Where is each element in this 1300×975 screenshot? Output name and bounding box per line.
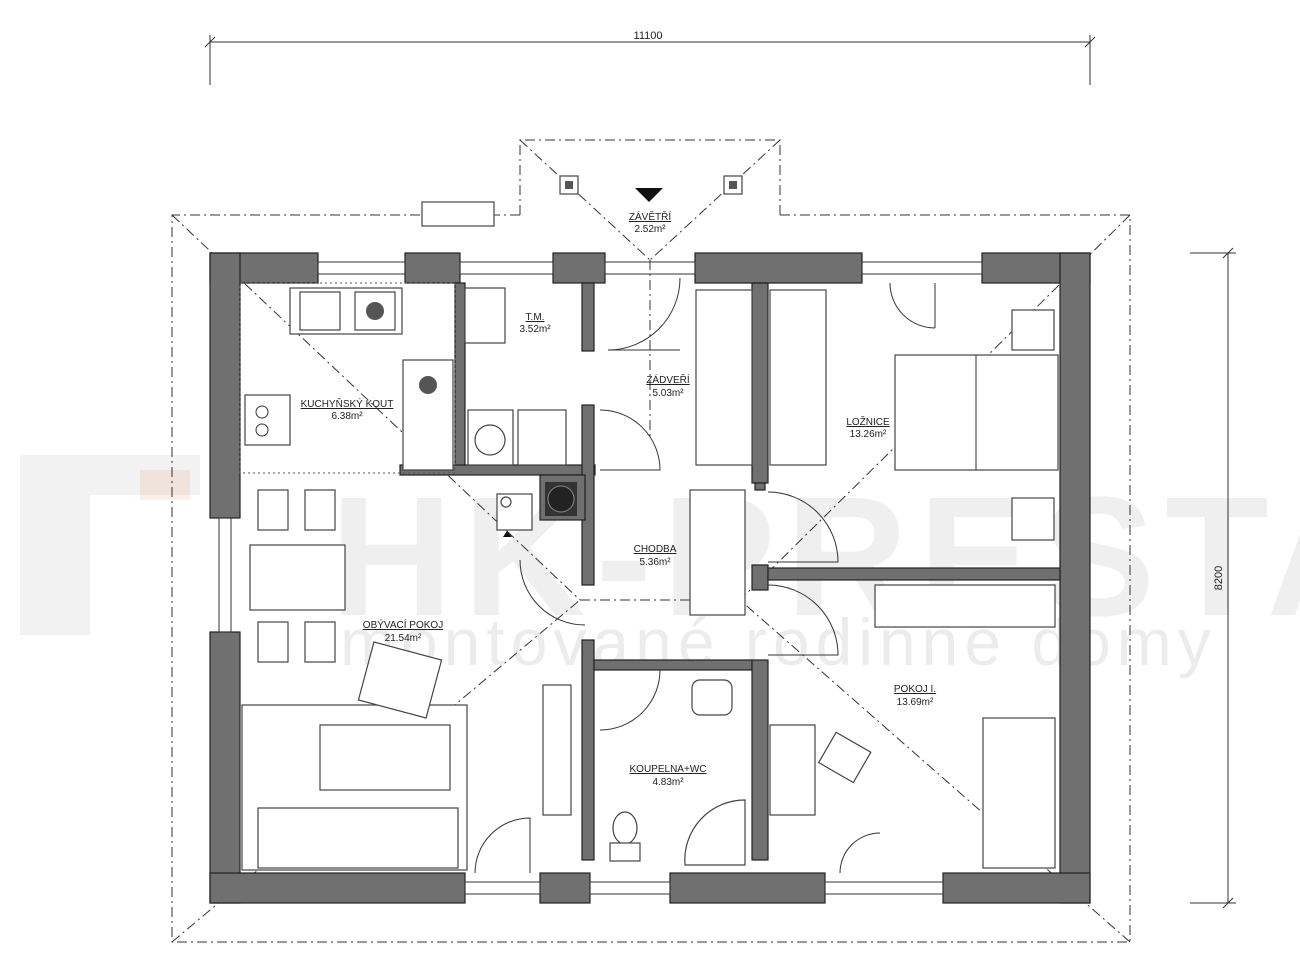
wardrobe-loznice [769,289,827,466]
wardrobe-chodba [689,489,746,616]
furniture [239,282,1059,871]
kitchen-sink [299,291,341,331]
dimension-height [1190,247,1236,909]
height-dimension-label: 8200 [1213,566,1225,590]
room-name: CHODBA [634,544,677,555]
room-area: 5.36m² [639,557,671,568]
room-label-koupelna-wc: KOUPELNA+WC 4.83m² [630,764,707,788]
room-name: KUCHYŇSKÝ KOUT [301,397,394,410]
entrance-arrow-icon [635,188,663,202]
room-name: ZÁVĚTŘÍ [629,210,671,223]
room-label-zavetri: ZÁVĚTŘÍ 2.52m² [629,210,671,235]
outdoor-unit [421,201,495,227]
outer-walls [209,252,1091,904]
armchair [357,641,443,719]
room-area: 3.52m² [519,324,551,335]
room-label-pokoj-1: POKOJ I. 13.69m² [894,684,936,708]
doors [474,277,936,874]
room-name: ZÁDVEŘÍ [646,373,690,386]
windows [218,261,983,895]
room-area: 13.26m² [850,429,887,440]
dryer [517,409,567,466]
room-label-loznice: LOŽNICE 13.26m² [846,415,890,440]
watermark: HK-PRESTAV montované rodinné domy [20,455,1300,679]
room-label-obyvaci-pokoj: OBÝVACÍ POKOJ 21.54m² [363,618,443,644]
room-label-tm: T.M. 3.52m² [519,312,551,335]
width-dimension-label: 11100 [634,30,663,42]
room-label-zadveri: ZÁDVEŘÍ 5.03m² [646,373,690,399]
room-label-chodba: CHODBA 5.36m² [634,544,677,568]
washbasin [691,679,733,716]
toilet [612,811,638,845]
room-name: T.M. [526,312,545,323]
office-chair [817,731,872,784]
svg-text:HK-PRESTAV: HK-PRESTAV [330,462,1300,652]
room-area: 2.52m² [634,224,666,235]
room-area: 13.69m² [897,697,934,708]
dining-table [249,544,346,611]
room-name: LOŽNICE [846,415,890,428]
interior-walls [399,282,1061,861]
room-area: 6.38m² [331,411,363,422]
wardrobe-pokoj [874,584,1056,628]
hob [244,394,291,446]
boiler [464,287,506,344]
single-bed [982,717,1056,869]
room-name: KOUPELNA+WC [630,764,707,775]
room-name: POKOJ I. [894,684,936,695]
room-area: 21.54m² [385,633,422,644]
wardrobe-zadveri [695,289,753,466]
room-area: 5.03m² [652,388,684,399]
room-area: 4.83m² [652,777,684,788]
tv-stand [542,684,572,816]
room-name: OBÝVACÍ POKOJ [363,618,443,631]
corner-bath [684,799,746,866]
coffee-table [319,724,451,791]
dimension-width [204,35,1096,85]
canopy-posts [421,175,743,227]
room-label-kuchynsky-kout: KUCHYŇSKÝ KOUT 6.38m² [301,397,394,422]
desk [769,724,816,816]
